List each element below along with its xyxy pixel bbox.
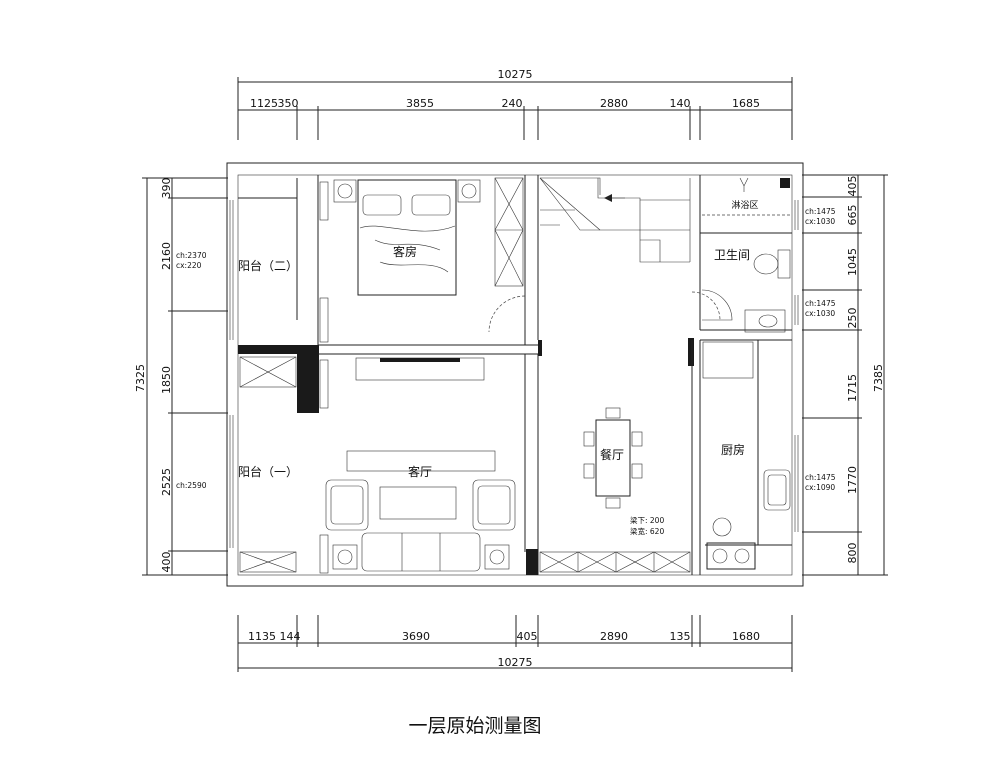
window-note-right-3a: ch:1475 [805, 473, 836, 482]
dining-cabinets [539, 551, 691, 573]
plant-icon [712, 517, 732, 537]
left-dim-4: 2525 [160, 468, 173, 496]
drawing-title: 一层原始测量图 [408, 715, 541, 737]
stove-burner-icon [734, 548, 750, 564]
top-dim-3: 3855 [406, 97, 434, 110]
right-total-dimension: 7385 [872, 364, 885, 392]
interior-walls [238, 175, 792, 575]
right-dim-4: 250 [846, 308, 859, 329]
staircase [539, 177, 691, 263]
window-note-right-2b: cx:1030 [805, 309, 835, 318]
bottom-total-dimension: 10275 [498, 656, 533, 669]
top-dim-4: 240 [502, 97, 523, 110]
window-note-right-3b: cx:1090 [805, 483, 835, 492]
left-dim-2: 2160 [160, 242, 173, 270]
beam-note-1: 梁下: 200 [630, 516, 664, 525]
bed-icon [333, 179, 481, 296]
beam-note-2: 梁宽: 620 [630, 526, 664, 536]
window-note-right-1b: cx:1030 [805, 217, 835, 226]
inner-wall-outline [237, 174, 793, 576]
left-dim-1: 390 [160, 178, 173, 199]
sink-icon [767, 474, 787, 506]
bottom-dim-4: 405 [517, 630, 538, 643]
window-note-left-3: ch:2590 [176, 481, 207, 490]
bottom-dim-3: 3690 [402, 630, 430, 643]
shower-icon [739, 177, 749, 192]
outer-wall-outline [226, 162, 804, 587]
bottom-dim-2: 144 [280, 630, 301, 643]
left-dim-5: 400 [160, 552, 173, 573]
top-dimension-chain: 10275 1125 350 3855 240 2880 140 1685 [237, 68, 793, 140]
kitchen-fixtures [702, 341, 791, 570]
bathroom-label: 卫生间 [714, 248, 750, 262]
top-dim-5: 2880 [600, 97, 628, 110]
top-total-dimension: 10275 [498, 68, 533, 81]
right-dim-6: 1770 [846, 466, 859, 494]
bathroom-fixtures [701, 177, 791, 333]
balcony-cabinet [239, 356, 297, 573]
left-dim-3: 1850 [160, 366, 173, 394]
sofa-set-icon [325, 450, 516, 572]
stair-arrow-icon [604, 194, 612, 202]
living-room-label: 客厅 [408, 464, 432, 479]
stove-burner-icon [712, 548, 728, 564]
left-dimension-chain: 7325 390 2160 1850 2525 400 [134, 177, 228, 576]
right-dim-2: 665 [846, 205, 859, 226]
top-dim-6: 140 [670, 97, 691, 110]
top-dim-2: 350 [278, 97, 299, 110]
right-dimension-chain: 7385 405 665 1045 250 1715 1770 800 [802, 174, 888, 576]
bottom-dim-1: 1135 [248, 630, 276, 643]
window-note-left-2: cx:220 [176, 261, 202, 270]
right-dim-3: 1045 [846, 248, 859, 276]
washbasin-icon [758, 314, 778, 328]
balcony-two-label: 阳台（二） [238, 258, 298, 273]
dining-table-icon [583, 407, 643, 509]
left-total-dimension: 7325 [134, 364, 147, 392]
top-dim-1: 1125 [250, 97, 278, 110]
bottom-dim-7: 1680 [732, 630, 760, 643]
doors [488, 290, 721, 333]
tv-cabinet-icon [355, 357, 485, 381]
bottom-dim-5: 2890 [600, 630, 628, 643]
right-dim-5: 1715 [846, 374, 859, 402]
window-note-right-2a: ch:1475 [805, 299, 836, 308]
toilet-icon [753, 253, 779, 275]
kitchen-label: 厨房 [721, 442, 745, 457]
guest-room-label: 客房 [393, 244, 417, 259]
bottom-dim-6: 135 [670, 630, 691, 643]
windows [229, 181, 799, 574]
top-dim-7: 1685 [732, 97, 760, 110]
right-dim-7: 800 [846, 543, 859, 564]
window-note-right-1a: ch:1475 [805, 207, 836, 216]
dining-room-label: 餐厅 [600, 447, 624, 462]
balcony-one-label: 阳台（一） [238, 464, 298, 479]
wardrobe [494, 177, 524, 287]
window-note-left-1: ch:2370 [176, 251, 207, 260]
shower-area-label: 淋浴区 [731, 199, 758, 211]
bottom-dimension-chain: 1135 144 3690 405 2890 135 1680 10275 [237, 615, 793, 672]
right-dim-1: 405 [846, 176, 859, 197]
